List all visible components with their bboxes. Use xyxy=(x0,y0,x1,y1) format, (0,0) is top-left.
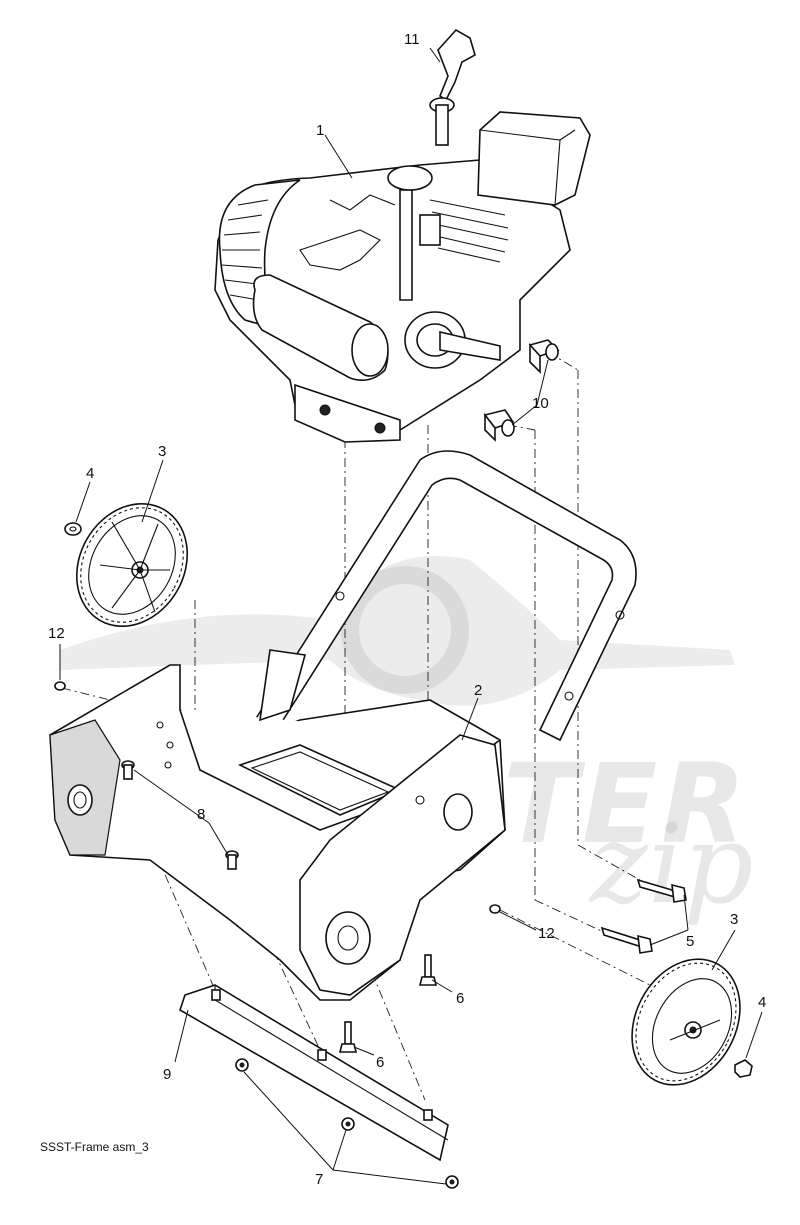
hub-nuts xyxy=(64,522,753,1078)
callout-3-right: 3 xyxy=(730,911,739,928)
shoulder-bolts xyxy=(121,760,239,870)
watermark-logo xyxy=(60,556,735,706)
callout-12-left: 12 xyxy=(48,625,65,642)
callout-8: 8 xyxy=(197,806,206,823)
flange-nuts xyxy=(235,1058,459,1189)
callout-4-left: 4 xyxy=(86,465,95,482)
callout-3-left: 3 xyxy=(158,443,167,460)
callout-10: 10 xyxy=(532,395,549,412)
diagram-caption: SSST-Frame asm_3 xyxy=(40,1140,149,1154)
axle-bolts xyxy=(600,878,687,954)
watermark-script: zip xyxy=(590,800,754,928)
callout-6-upper: 6 xyxy=(456,990,465,1007)
engine xyxy=(214,111,591,443)
wheel-right xyxy=(631,958,741,1086)
small-screws xyxy=(54,681,501,914)
callout-2: 2 xyxy=(474,682,483,699)
callout-6-lower: 6 xyxy=(376,1054,385,1071)
callout-4-right: 4 xyxy=(758,994,767,1011)
leader-lines xyxy=(59,47,763,1185)
spacers xyxy=(483,339,560,442)
dipstick xyxy=(429,28,476,146)
handle-frame xyxy=(253,450,637,742)
callout-1: 1 xyxy=(316,122,325,139)
callout-9: 9 xyxy=(163,1066,172,1083)
callout-11: 11 xyxy=(404,31,420,48)
callout-7: 7 xyxy=(315,1171,324,1188)
frame-housing xyxy=(49,649,506,1001)
callout-5: 5 xyxy=(686,933,695,950)
carriage-bolts xyxy=(338,954,438,1053)
wheel-left xyxy=(75,502,189,628)
callout-12-right: 12 xyxy=(538,925,555,942)
scraper-bar xyxy=(179,984,449,1162)
